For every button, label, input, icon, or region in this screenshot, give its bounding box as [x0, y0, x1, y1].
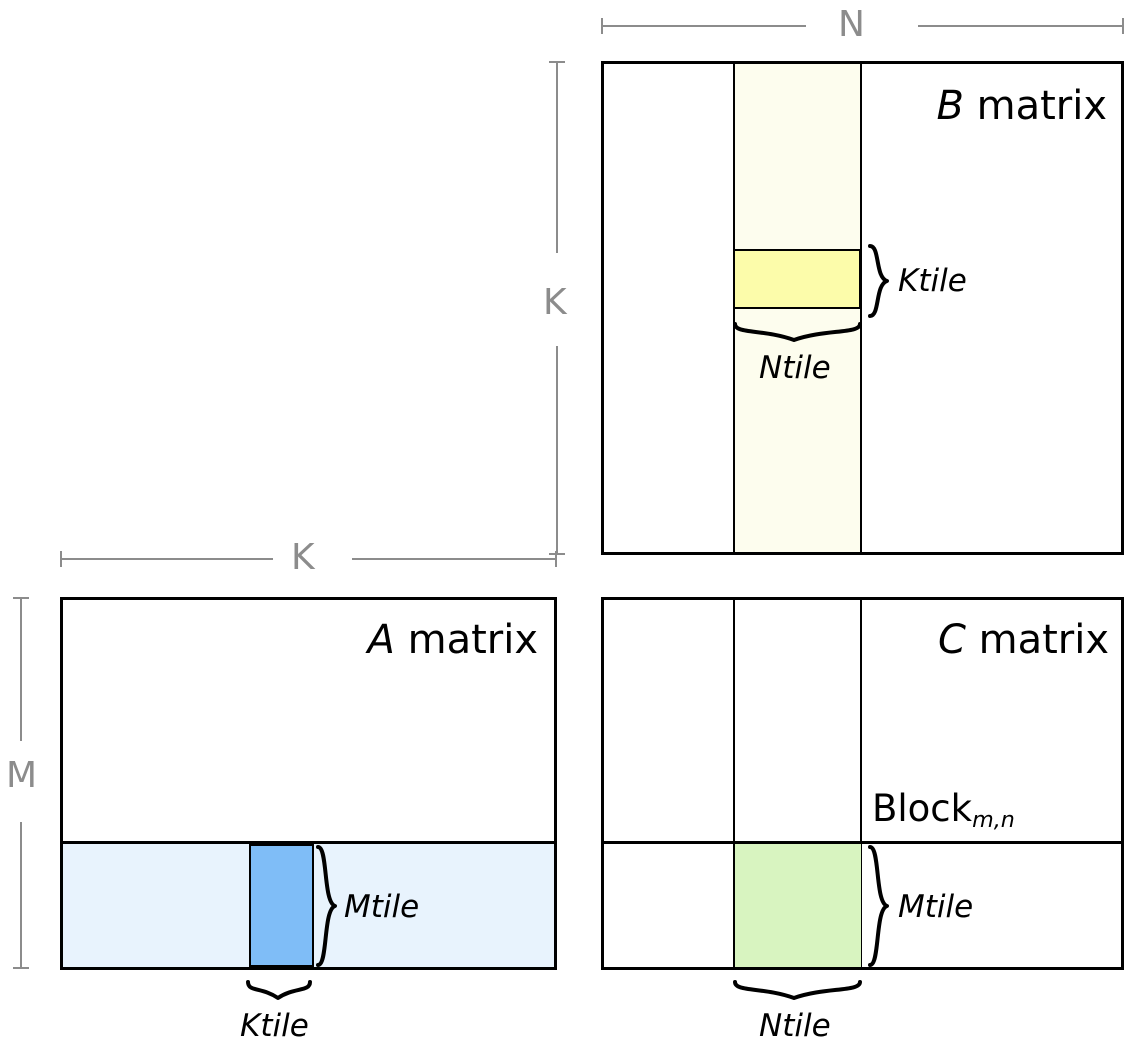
b-ktile-label: Ktile — [898, 263, 967, 299]
a-matrix-label-symbol: A — [367, 617, 395, 663]
b-matrix-label: B matrix — [936, 86, 1107, 126]
c-matrix-rule-left-lower — [733, 844, 735, 967]
c-matrix-label: C matrix — [938, 620, 1109, 660]
c-matrix-rule-right — [860, 600, 862, 841]
k-horizontal-label: K — [291, 537, 315, 578]
c-ntile-brace — [733, 980, 862, 1000]
b-matrix-box: B matrix — [601, 61, 1124, 555]
c-matrix-rule-left — [733, 600, 735, 841]
c-mtile-brace — [868, 845, 889, 967]
n-dimension-line-right — [918, 25, 1124, 27]
c-matrix-rule-row — [604, 841, 1121, 844]
a-matrix-rule-row — [63, 841, 554, 844]
k-vertical-serif-bottom — [549, 553, 565, 555]
m-dimension-line-bottom — [20, 822, 22, 968]
m-dimension-label: M — [6, 755, 38, 796]
b-ktile-brace — [868, 244, 889, 318]
c-mtile-label: Mtile — [898, 889, 974, 925]
a-mtile-brace — [316, 845, 337, 967]
a-matrix-tile-outline — [249, 844, 314, 967]
k-vertical-line-top — [556, 61, 558, 253]
k-horizontal-serif-right — [555, 551, 557, 567]
m-dimension-serif-bottom — [13, 967, 29, 969]
c-matrix-rule-right-lower — [860, 844, 862, 967]
a-matrix-tile-fill — [249, 844, 314, 967]
c-block-label: Blockm,n — [872, 787, 1015, 831]
a-ktile-label: Ktile — [240, 1008, 309, 1044]
k-horizontal-line-left — [60, 558, 273, 560]
k-horizontal-line-right — [352, 558, 557, 560]
a-ktile-brace — [246, 980, 312, 1000]
c-matrix-tile-fill — [735, 844, 861, 967]
c-ntile-label: Ntile — [759, 1008, 831, 1044]
b-ntile-brace — [733, 322, 862, 342]
k-vertical-label: K — [543, 282, 567, 323]
n-dimension-serif-right — [1122, 18, 1124, 34]
a-matrix-box: A matrix — [60, 597, 557, 970]
n-dimension-label: N — [838, 4, 865, 45]
c-matrix-label-symbol: C — [937, 617, 966, 663]
k-vertical-line-bottom — [556, 346, 558, 554]
b-matrix-rule-right — [860, 64, 862, 552]
b-matrix-label-text: matrix — [963, 83, 1107, 129]
b-matrix-tile-outline — [733, 249, 861, 309]
m-dimension-line-top — [20, 597, 22, 741]
b-ntile-label: Ntile — [759, 350, 831, 386]
a-mtile-label: Mtile — [344, 889, 420, 925]
n-dimension-line-left — [601, 25, 806, 27]
c-block-label-text: Block — [872, 787, 973, 830]
a-matrix-label: A matrix — [368, 620, 538, 660]
c-matrix-box: C matrix — [601, 597, 1124, 970]
b-matrix-tile-fill — [733, 249, 861, 309]
b-matrix-label-symbol: B — [936, 83, 964, 129]
a-matrix-label-text: matrix — [394, 617, 538, 663]
c-block-label-subscript: m,n — [972, 807, 1015, 834]
c-matrix-label-text: matrix — [965, 617, 1109, 663]
